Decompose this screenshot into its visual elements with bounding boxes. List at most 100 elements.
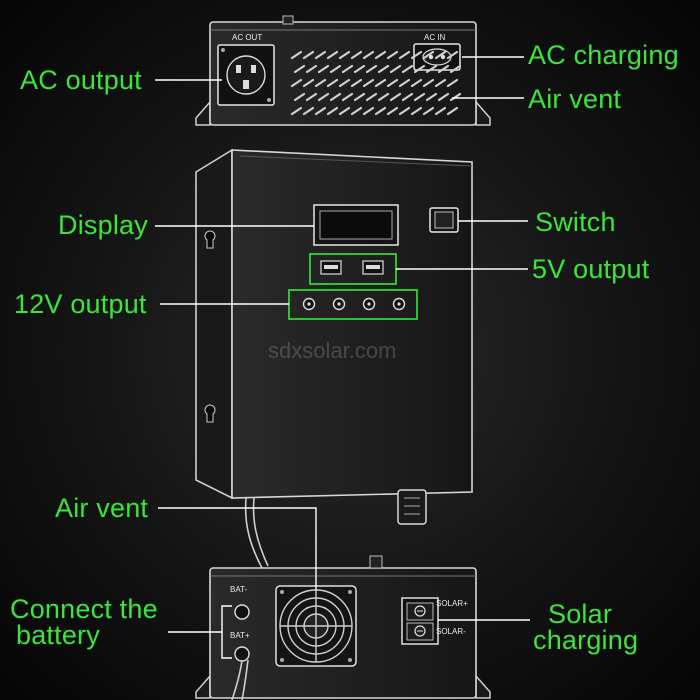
vent-slot: [389, 64, 402, 74]
vent-slot: [386, 78, 399, 88]
top-air-vent: [290, 50, 462, 116]
vent-slot: [377, 64, 390, 74]
vent-slot: [341, 92, 354, 102]
vent-slot: [302, 50, 315, 60]
vent-slot: [350, 78, 363, 88]
top-right-flange: [475, 100, 491, 126]
cooling-fan: [275, 585, 357, 667]
vent-slot: [338, 78, 351, 88]
callout-battery-a: [168, 605, 232, 633]
dc-port-4: [392, 297, 406, 311]
label-air-vent-bottom: Air vent: [55, 493, 149, 523]
main-unit-edge: [239, 155, 473, 167]
vent-slot: [314, 78, 327, 88]
vent-slot: [437, 92, 450, 102]
vent-slot: [314, 50, 327, 60]
watermark: sdxsolar.com: [268, 338, 397, 363]
vent-slot: [341, 64, 354, 74]
label-12v-output: 12V output: [14, 289, 147, 319]
vent-slot: [398, 78, 411, 88]
vent-slot: [410, 78, 423, 88]
callout-battery-b: [221, 632, 232, 659]
ac-out-socket: [217, 44, 275, 106]
vent-slot: [434, 50, 447, 60]
bottom-left-flange: [195, 674, 211, 699]
vent-slot: [362, 50, 375, 60]
label-display: Display: [58, 210, 148, 240]
bottom-right-flange: [475, 674, 491, 699]
vent-slot: [398, 50, 411, 60]
label-connect-battery-line1: Connect the: [10, 594, 158, 624]
vent-slot: [329, 64, 342, 74]
vent-slot: [386, 50, 399, 60]
vent-slot: [338, 50, 351, 60]
vent-slot: [326, 106, 339, 116]
usb-port-1: [320, 260, 342, 275]
top-unit-body: [209, 21, 477, 126]
vent-slot: [314, 106, 327, 116]
vent-slot: [362, 78, 375, 88]
bottom-unit: BAT- BAT+ SOLAR+ SOLAR-: [195, 555, 491, 700]
label-ac-output: AC output: [20, 65, 142, 95]
vent-slot: [290, 50, 303, 60]
vent-slot: [293, 92, 306, 102]
bat-minus-text: BAT-: [230, 585, 248, 594]
label-solar-charging-line1: Solar: [548, 599, 613, 629]
main-unit: [195, 148, 473, 569]
battery-cable-2: [241, 659, 249, 700]
usb-port-2: [362, 260, 384, 275]
vent-slot: [398, 106, 411, 116]
vent-slot: [365, 64, 378, 74]
vent-slot: [422, 78, 435, 88]
dc-port-3: [362, 297, 376, 311]
cable-plug: [397, 489, 427, 525]
vent-slot: [350, 106, 363, 116]
vent-slot: [446, 78, 459, 88]
mounting-hole-upper: [204, 230, 216, 249]
vent-slot: [374, 106, 387, 116]
label-connect-battery-line2: battery: [16, 620, 100, 650]
vent-slot: [425, 64, 438, 74]
lcd-display: [313, 204, 399, 246]
vent-slot: [326, 50, 339, 60]
vent-slot: [413, 64, 426, 74]
vent-slot: [353, 92, 366, 102]
vent-slot: [449, 64, 462, 74]
solar-minus-text: SOLAR-: [436, 627, 466, 636]
rocker-switch: [429, 207, 459, 233]
dc-port-2: [332, 297, 346, 311]
vent-slot: [437, 64, 450, 74]
main-unit-side: [195, 148, 233, 500]
vent-slot: [422, 50, 435, 60]
vent-slot: [302, 106, 315, 116]
vent-slot: [305, 92, 318, 102]
callout-air-vent-bottom: [158, 507, 317, 590]
solar-plus-text: SOLAR+: [436, 599, 468, 608]
cable-left-1: [244, 497, 263, 569]
vent-slot: [317, 64, 330, 74]
vent-slot: [305, 64, 318, 74]
vent-slot: [410, 50, 423, 60]
label-5v-output: 5V output: [532, 254, 650, 284]
vent-slot: [401, 92, 414, 102]
vent-slot: [326, 78, 339, 88]
vent-slot: [386, 106, 399, 116]
label-solar-charging-line2: charging: [533, 625, 639, 655]
vent-slot: [401, 64, 414, 74]
label-ac-charging: AC charging: [528, 40, 679, 70]
dc-port-1: [302, 297, 316, 311]
top-left-flange: [195, 100, 211, 126]
vent-slot: [329, 92, 342, 102]
bat-plus-text: BAT+: [230, 631, 250, 640]
mounting-hole-lower: [204, 404, 216, 423]
vent-slot: [350, 50, 363, 60]
vent-slot: [434, 106, 447, 116]
vent-slot: [434, 78, 447, 88]
vent-slot: [365, 92, 378, 102]
vent-slot: [338, 106, 351, 116]
battery-terminals: [234, 604, 250, 662]
vent-slot: [374, 50, 387, 60]
vent-slot: [377, 92, 390, 102]
vent-slot: [353, 64, 366, 74]
